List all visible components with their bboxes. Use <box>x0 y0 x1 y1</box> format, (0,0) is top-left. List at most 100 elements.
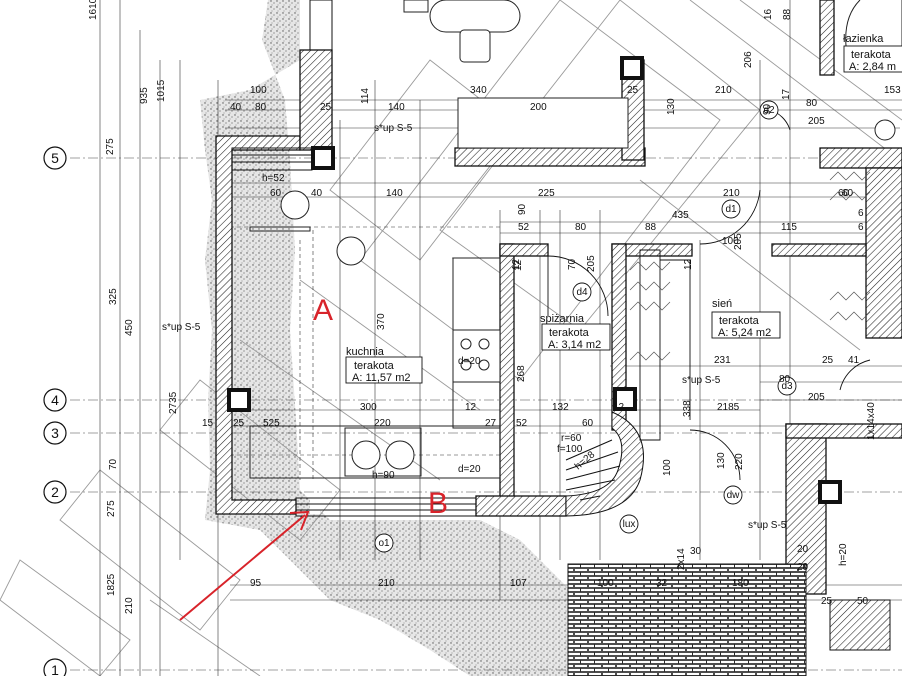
dim-bottom: 32 <box>656 578 668 589</box>
dim-row-mid: 60 <box>838 188 850 199</box>
room-kitchen-area: A: 11,57 m2 <box>352 372 411 384</box>
room-hall-name: sień <box>712 298 732 310</box>
note-stair-30: 30 <box>690 546 702 557</box>
axis-label: 3 <box>51 425 59 441</box>
dim-hall: 338 <box>682 400 693 417</box>
red-arrow <box>179 510 310 621</box>
dim-hall: 80 <box>779 374 791 385</box>
note-d20-b: d=20 <box>458 464 481 475</box>
dim-pantry: 268 <box>516 365 527 382</box>
dim-top-row: 25 <box>627 85 639 96</box>
dim-kitchen: 220 <box>374 418 391 429</box>
dim-bottom: 107 <box>510 578 527 589</box>
dim-top-row: 114 <box>360 88 371 104</box>
symbol-label: d3 <box>781 381 793 392</box>
dim-top-row: 25 <box>320 102 332 113</box>
dim-hall: 220 <box>734 453 745 470</box>
dim-pantry: 12 <box>513 259 524 271</box>
dim-kitchen: 12 <box>465 402 477 413</box>
window-top <box>231 0 333 171</box>
dim-row-mid: 60 <box>270 188 282 199</box>
dim-row-mid: 115 <box>781 222 797 233</box>
dim-bottom: 180 <box>732 578 749 589</box>
dim-left-col: 1015 <box>156 79 167 102</box>
symbol-o1: o1 <box>374 533 394 553</box>
room-bathroom-floor: terakota <box>851 49 892 61</box>
room-pantry-area: A: 3,14 m2 <box>548 339 601 351</box>
terrain-stipple <box>200 0 610 676</box>
dim-left-col: 935 <box>139 87 150 104</box>
dim-bath: 12 <box>683 258 694 270</box>
axis-bubble-2: 2 <box>43 480 67 504</box>
dim-top-row: 40 <box>230 102 242 113</box>
dim-top-row: 340 <box>470 85 487 96</box>
dim-hall: 130 <box>716 452 727 469</box>
dim-kitchen: 525 <box>263 418 280 429</box>
symbol-d2: d2 <box>759 100 779 120</box>
dim-hall: 2185 <box>717 402 740 413</box>
axis-bubble-4: 4 <box>43 388 67 412</box>
dim-bottom: 50 <box>857 596 869 607</box>
dim-row-mid: 205 <box>733 233 744 250</box>
dim-bath: 206 <box>743 51 754 68</box>
dim-bottom: 20 <box>797 562 809 573</box>
symbol-d4: d4 <box>572 282 592 302</box>
columns <box>227 56 842 504</box>
dim-top-row: 140 <box>388 102 405 113</box>
note-h52: h=52 <box>262 173 285 184</box>
axis-label: 5 <box>51 150 59 166</box>
note-h90: h=90 <box>372 470 395 481</box>
dim-bottom: 25 <box>821 596 833 607</box>
dim-row-mid: 90 <box>517 203 528 215</box>
dim-pantry: 132 <box>552 402 569 413</box>
dim-top-row: 153 <box>884 85 901 96</box>
note-f100: f=100 <box>557 444 583 455</box>
axis-label: 1 <box>51 662 59 676</box>
dim-kitchen: 15 <box>202 418 214 429</box>
room-pantry-floor: terakota <box>549 327 590 339</box>
note-column-d: s*up S-5 <box>748 520 787 531</box>
brick-steps <box>567 563 807 676</box>
window-b <box>295 497 477 517</box>
dim-pantry: 205 <box>586 255 597 272</box>
dim-left-col: 210 <box>124 597 135 614</box>
note-r60: r=60 <box>561 433 582 444</box>
symbol-label: dw <box>727 490 741 501</box>
note-d20-a: d=20 <box>458 356 481 367</box>
room-hall-floor: terakota <box>719 315 760 327</box>
dim-row-mid: 225 <box>538 188 555 199</box>
notes: s*up S-5 s*up S-5 s*up S-5 s*up S-5 h=52… <box>162 123 877 570</box>
note-beam: 1x14x40 <box>866 402 877 440</box>
dim-kitchen: 370 <box>376 313 387 330</box>
marker-b: B <box>428 487 448 520</box>
note-slope: 2x14 <box>676 548 687 570</box>
dim-row-mid: 210 <box>723 188 740 199</box>
dim-bath: 88 <box>782 8 793 20</box>
axis-label: 2 <box>51 484 59 500</box>
doors <box>547 109 871 481</box>
axis-bubble-5: 5 <box>43 146 67 170</box>
dim-left-col: 1825 <box>106 573 117 596</box>
dim-top-row: 90 <box>762 103 773 115</box>
dim-left-col: 1610 <box>88 0 99 20</box>
dim-left-col: 70 <box>108 458 119 470</box>
dim-hall: 25 <box>822 355 834 366</box>
note-h20: h=20 <box>838 543 849 566</box>
room-kitchen: kuchnia terakota A: 11,57 m2 <box>345 346 423 384</box>
dim-bath: 80 <box>806 98 818 109</box>
dim-pantry: 60 <box>582 418 594 429</box>
dim-kitchen: 52 <box>516 418 528 429</box>
dim-left-col: 2735 <box>168 391 179 414</box>
dim-bottom: 95 <box>250 578 262 589</box>
dim-left-col: 275 <box>106 500 117 517</box>
dim-kitchen: 25 <box>233 418 245 429</box>
dim-left-col: 450 <box>124 319 135 336</box>
dim-pantry: 12 <box>613 402 625 413</box>
dim-top-row: 130 <box>666 98 677 115</box>
furniture <box>249 0 902 479</box>
wardrobe-zigzag <box>629 171 871 361</box>
dim-hall: 231 <box>714 355 731 366</box>
stair-curve <box>565 411 644 517</box>
